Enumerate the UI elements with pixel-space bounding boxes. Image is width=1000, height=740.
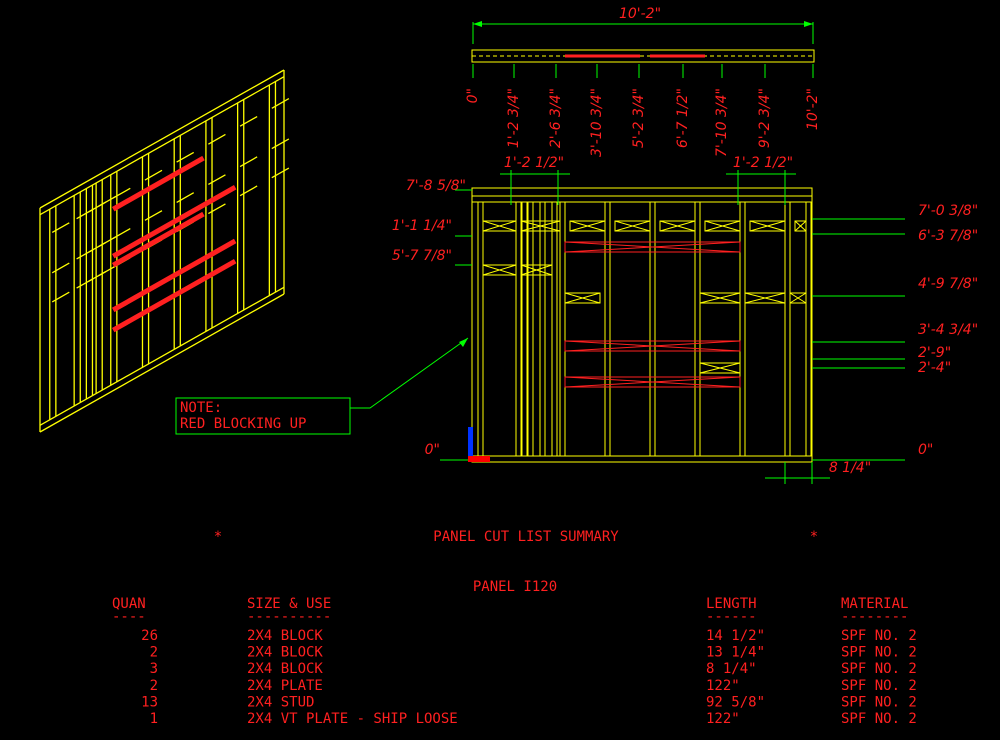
station-dimension: 7'-10 3/4": [714, 88, 730, 157]
cell-material: SPF NO. 2: [841, 678, 917, 694]
blocking: [520, 220, 561, 232]
blocking: [564, 292, 601, 304]
station-dimension: 0": [465, 88, 481, 103]
header-length: LENGTH: [706, 596, 757, 612]
cell-size: 2X4 VT PLATE - SHIP LOOSE: [247, 711, 458, 727]
blocking: [569, 220, 606, 232]
star-right: *: [810, 529, 818, 545]
blocking: [520, 264, 553, 276]
cell-size: 2X4 BLOCK: [247, 661, 323, 677]
cell-length: 122": [706, 678, 740, 694]
cut-list-rows: 26 2X4 BLOCK 14 1/2" SPF NO. 2 2 2X4 BLOCK 13 …: [141, 628, 917, 727]
station-dimension: 10'-2": [805, 88, 821, 130]
underline-size: ----------: [247, 609, 331, 625]
elevation-dimension: 1'-2 1/2": [504, 155, 564, 171]
cell-material: SPF NO. 2: [841, 628, 917, 644]
blocking: [564, 340, 741, 352]
note-leader: [350, 337, 469, 409]
blocking: [699, 362, 741, 374]
blocking: [482, 264, 517, 276]
summary-title: PANEL CUT LIST SUMMARY: [433, 529, 619, 545]
blocking: [744, 292, 786, 304]
axis-y-indicator: [468, 427, 473, 460]
blocking: [789, 292, 807, 304]
cell-size: 2X4 PLATE: [247, 678, 323, 694]
cell-quan: 2: [150, 678, 158, 694]
blocking: [749, 220, 786, 232]
underline-material: --------: [841, 609, 908, 625]
cell-quan: 3: [150, 661, 158, 677]
station-dimension: 2'-6 3/4": [548, 88, 564, 148]
cell-size: 2X4 STUD: [247, 694, 314, 710]
cell-length: 13 1/4": [706, 645, 765, 661]
note-line-2: RED BLOCKING UP: [180, 416, 306, 432]
header-size: SIZE & USE: [247, 596, 331, 612]
cell-material: SPF NO. 2: [841, 661, 917, 677]
cell-quan: 26: [141, 628, 158, 644]
panel-label: PANEL I120: [473, 579, 557, 595]
cell-size: 2X4 BLOCK: [247, 645, 323, 661]
elevation-dimension: 5'-7 7/8": [392, 248, 452, 264]
cell-material: SPF NO. 2: [841, 694, 917, 710]
station-dimension: 5'-2 3/4": [631, 88, 647, 148]
cell-length: 14 1/2": [706, 628, 765, 644]
elevation-dimension: 7'-8 5/8": [406, 178, 466, 194]
elevation-dimension: 1'-2 1/2": [733, 155, 793, 171]
blocking: [614, 220, 651, 232]
blocking: [659, 220, 696, 232]
station-dimension: 9'-2 3/4": [757, 88, 773, 148]
elevation-dimension: 0": [918, 442, 933, 458]
cell-material: SPF NO. 2: [841, 645, 917, 661]
wall-elevation-view: 1'-2 1/2" 1'-2 1/2" 7'-8 5/8" 1'-1 1/4" 5'-7…: [392, 155, 978, 484]
cell-length: 92 5/8": [706, 694, 765, 710]
wall-frame: [471, 195, 813, 463]
cell-quan: 2: [150, 645, 158, 661]
elevation-dimension: 4'-9 7/8": [918, 276, 978, 292]
elevation-dimension: 0": [425, 442, 440, 458]
station-dimension: 1'-2 3/4": [506, 88, 522, 148]
note-callout: NOTE: RED BLOCKING UP: [175, 337, 469, 435]
blocking: [482, 220, 517, 232]
elevation-dimension: 2'-4": [918, 360, 951, 376]
elevation-dimension: 6'-3 7/8": [918, 228, 978, 244]
note-line-1: NOTE:: [180, 400, 222, 416]
elevation-dimension: 2'-9": [918, 345, 951, 361]
header-quan: QUAN: [112, 596, 146, 612]
blocking: [704, 220, 741, 232]
station-dimension: 6'-7 1/2": [675, 88, 691, 148]
elevation-dimension: 8 1/4": [829, 460, 871, 476]
note-box: [175, 397, 351, 435]
cell-size: 2X4 BLOCK: [247, 628, 323, 644]
elevation-dimension: 7'-0 3/8": [918, 203, 978, 219]
overall-dimension: 10'-2": [619, 6, 661, 22]
cell-quan: 1: [150, 711, 158, 727]
top-plan-strip: 10'-2" 0" 1'-2 3/4" 2'-6 3/4" 3'-10 3/4" 5'-…: [465, 6, 821, 157]
cell-length: 122": [706, 711, 740, 727]
top-plate: [471, 187, 813, 197]
station-dimension: 3'-10 3/4": [589, 88, 605, 157]
cut-list-summary: * PANEL CUT LIST SUMMARY * PANEL I120 QU…: [112, 529, 917, 727]
underline-length: ------: [706, 609, 757, 625]
cell-quan: 13: [141, 694, 158, 710]
axis-x-indicator: [468, 456, 490, 462]
star-left: *: [214, 529, 222, 545]
cell-material: SPF NO. 2: [841, 711, 917, 727]
blocking: [699, 292, 741, 304]
header-material: MATERIAL: [841, 596, 908, 612]
blocking: [564, 241, 741, 253]
elevation-dimension: 1'-1 1/4": [392, 218, 452, 234]
cell-length: 8 1/4": [706, 661, 757, 677]
blocking: [564, 376, 741, 388]
isometric-wall-view: [39, 69, 290, 433]
elevation-dimension: 3'-4 3/4": [918, 322, 978, 338]
blocking: [794, 220, 807, 232]
underline-quan: ----: [112, 609, 146, 625]
